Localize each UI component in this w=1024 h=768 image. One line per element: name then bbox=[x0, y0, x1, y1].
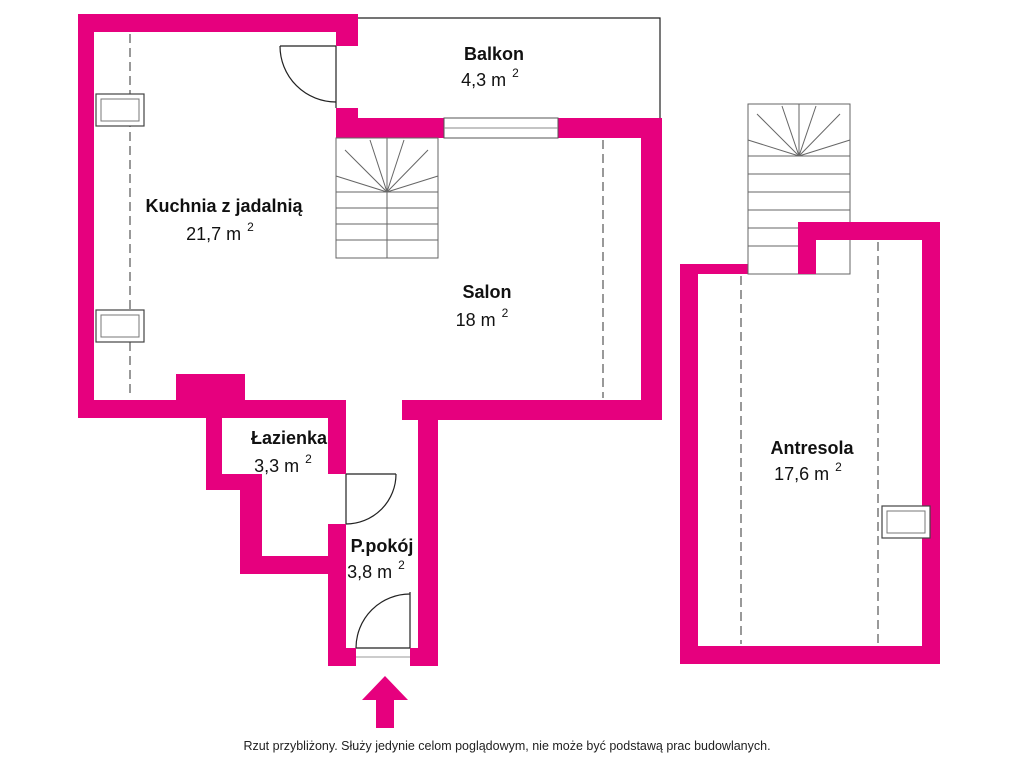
przedpokoj-name: P.pokój bbox=[351, 536, 414, 556]
salon-name: Salon bbox=[462, 282, 511, 302]
skylight-window-icon bbox=[881, 505, 931, 539]
skylight-window-icon bbox=[95, 93, 145, 127]
antresola-name: Antresola bbox=[770, 438, 854, 458]
balcony-outline bbox=[358, 17, 661, 139]
main-apartment-walls bbox=[78, 14, 662, 666]
balkon-name: Balkon bbox=[464, 44, 524, 64]
lazienka-name: Łazienka bbox=[251, 428, 328, 448]
disclaimer-footnote: Rzut przybliżony. Służy jedynie celom po… bbox=[243, 739, 770, 753]
kuchnia-name: Kuchnia z jadalnią bbox=[145, 196, 303, 216]
staircase-icon bbox=[335, 137, 439, 259]
entrance-door-icon bbox=[355, 592, 411, 649]
bathroom-door-icon bbox=[345, 473, 397, 525]
entrance-arrow-icon bbox=[362, 676, 408, 728]
skylight-window-icon bbox=[95, 309, 145, 343]
balcony-door-icon bbox=[279, 45, 337, 108]
